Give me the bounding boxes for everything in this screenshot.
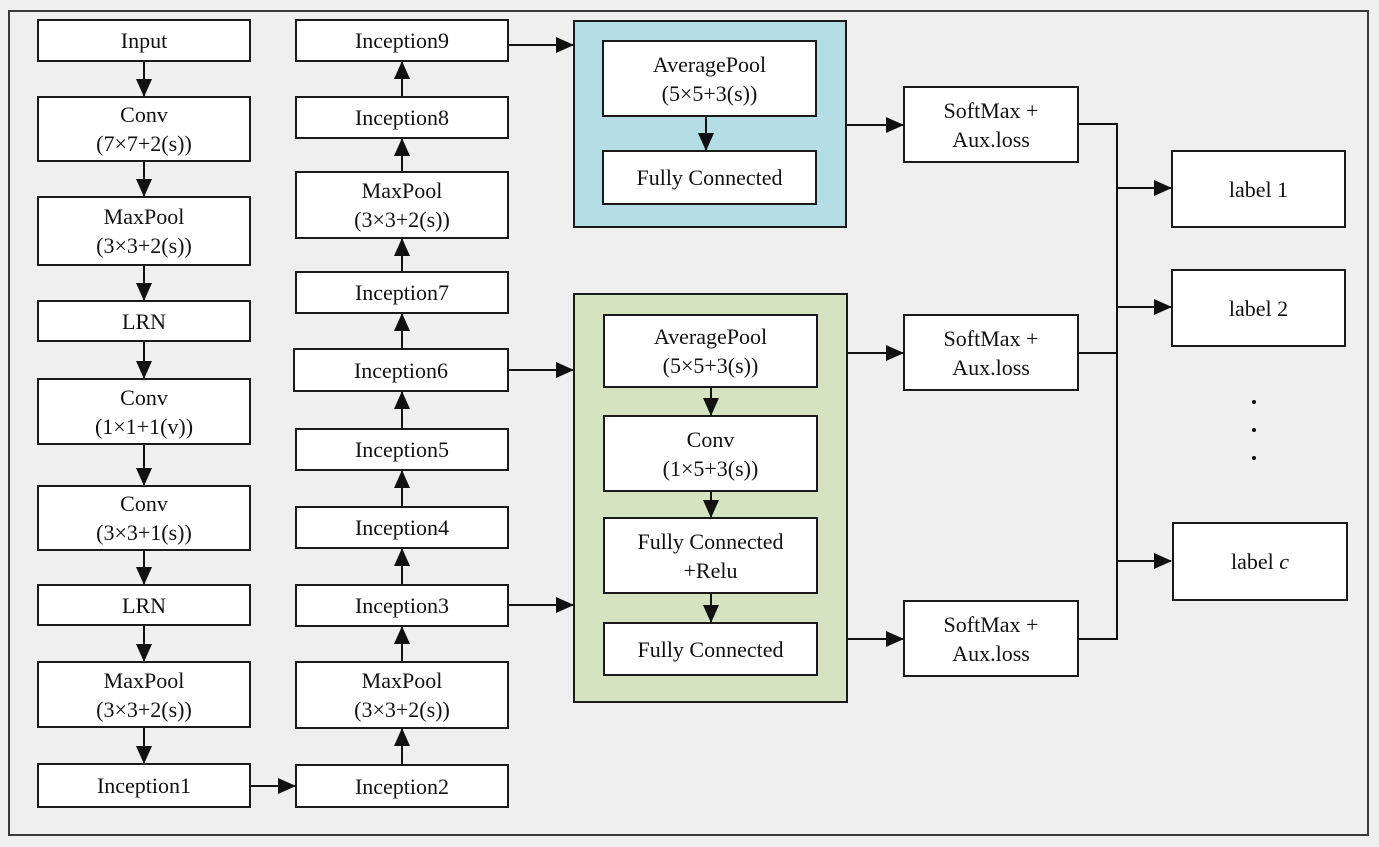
aux2-fc-relu-label-line1: Fully Connected — [637, 528, 784, 554]
aux1-avgpool-node: AveragePool (5×5+3(s)) — [602, 40, 817, 117]
conv2-label-line2: (1×1+1(v)) — [94, 413, 194, 439]
conv3-label-line1: Conv — [120, 491, 168, 516]
inception6-label: Inception6 — [353, 357, 449, 383]
inception9-label: Inception9 — [354, 28, 450, 53]
ellipsis-dot — [1252, 456, 1256, 460]
aux1-avgpool-label-line1: AveragePool — [652, 51, 767, 77]
maxpool3-label-line1: MaxPool — [361, 668, 443, 693]
conv2-label-line1: Conv — [120, 384, 168, 410]
lrn2-node: LRN — [37, 584, 251, 626]
label2-text: label 2 — [1228, 295, 1289, 321]
inception2-label: Inception2 — [354, 773, 450, 799]
softmax3-label-line2: Aux.loss — [952, 640, 1030, 666]
aux2-fc-relu-node: Fully Connected +Relu — [603, 517, 818, 594]
inception2-node: Inception2 — [295, 764, 509, 808]
conv2-node: Conv (1×1+1(v)) — [37, 378, 251, 445]
aux1-fc-node: Fully Connected — [602, 150, 817, 205]
aux1-fc-label: Fully Connected — [636, 165, 783, 190]
inception4-node: Inception4 — [295, 506, 509, 549]
inception3-node: Inception3 — [295, 584, 509, 627]
softmax2-node: SoftMax + Aux.loss — [903, 314, 1079, 391]
inception9-node: Inception9 — [295, 19, 509, 62]
softmax2-label-line1: SoftMax + — [943, 325, 1039, 351]
lrn2-label: LRN — [122, 592, 166, 618]
ellipsis-dot — [1252, 428, 1256, 432]
input-node: Input — [37, 19, 251, 62]
inception4-label: Inception4 — [354, 515, 450, 540]
label2-node: label 2 — [1171, 269, 1346, 347]
lrn1-label: LRN — [122, 308, 166, 334]
softmax3-node: SoftMax + Aux.loss — [903, 600, 1079, 677]
aux2-fc-label: Fully Connected — [637, 636, 784, 662]
inception7-label: Inception7 — [354, 280, 450, 305]
ellipsis-dot — [1252, 400, 1256, 404]
softmax1-node: SoftMax + Aux.loss — [903, 86, 1079, 163]
label1-text: label 1 — [1228, 176, 1289, 202]
labelc-variable: c — [1279, 549, 1290, 574]
lrn1-node: LRN — [37, 300, 251, 342]
conv1-label-line2: (7×7+2(s)) — [96, 131, 192, 156]
inception7-node: Inception7 — [295, 271, 509, 314]
maxpool2-label-line2: (3×3+2(s)) — [96, 696, 192, 722]
inception8-node: Inception8 — [295, 96, 509, 139]
inception5-label: Inception5 — [354, 437, 450, 462]
inception5-node: Inception5 — [295, 428, 509, 471]
labelc-text: label c — [1231, 547, 1289, 576]
aux2-conv-label-line1: Conv — [686, 426, 735, 452]
labelc-node: label c — [1172, 522, 1348, 601]
softmax1-label-line2: Aux.loss — [952, 126, 1030, 152]
maxpool1-label-line2: (3×3+2(s)) — [96, 233, 192, 258]
maxpool1-node: MaxPool (3×3+2(s)) — [37, 196, 251, 266]
vertical-ellipsis — [1244, 400, 1264, 460]
softmax2-label-line2: Aux.loss — [952, 354, 1030, 380]
inception1-label: Inception1 — [96, 773, 192, 798]
aux1-avgpool-label-line2: (5×5+3(s)) — [661, 80, 758, 106]
aux2-avgpool-node: AveragePool (5×5+3(s)) — [603, 314, 818, 388]
maxpool4-label-line2: (3×3+2(s)) — [354, 207, 450, 232]
inception8-label: Inception8 — [354, 105, 450, 130]
maxpool4-label-line1: MaxPool — [361, 178, 443, 203]
aux2-conv-label-line2: (1×5+3(s)) — [662, 455, 759, 481]
aux2-fc-node: Fully Connected — [603, 622, 818, 676]
aux2-avgpool-label-line1: AveragePool — [653, 324, 768, 349]
aux2-avgpool-label-line2: (5×5+3(s)) — [662, 353, 759, 378]
labelc-prefix: label — [1230, 549, 1280, 574]
inception3-label: Inception3 — [354, 593, 450, 618]
input-label: Input — [120, 28, 168, 53]
softmax3-label-line1: SoftMax + — [943, 611, 1039, 637]
maxpool1-label-line1: MaxPool — [103, 204, 185, 229]
maxpool3-label-line2: (3×3+2(s)) — [354, 697, 450, 722]
maxpool2-node: MaxPool (3×3+2(s)) — [37, 661, 251, 728]
maxpool4-node: MaxPool (3×3+2(s)) — [295, 171, 509, 239]
inception1-node: Inception1 — [37, 763, 251, 808]
aux2-conv-node: Conv (1×5+3(s)) — [603, 415, 818, 492]
inception6-node: Inception6 — [293, 348, 509, 392]
maxpool3-node: MaxPool (3×3+2(s)) — [295, 661, 509, 729]
softmax1-label-line1: SoftMax + — [943, 97, 1039, 123]
conv3-label-line2: (3×3+1(s)) — [96, 520, 192, 545]
conv1-node: Conv (7×7+2(s)) — [37, 96, 251, 162]
label1-node: label 1 — [1171, 150, 1346, 228]
conv3-node: Conv (3×3+1(s)) — [37, 485, 251, 551]
aux2-fc-relu-label-line2: +Relu — [683, 557, 738, 583]
conv1-label-line1: Conv — [120, 102, 168, 127]
maxpool2-label-line1: MaxPool — [103, 667, 185, 693]
